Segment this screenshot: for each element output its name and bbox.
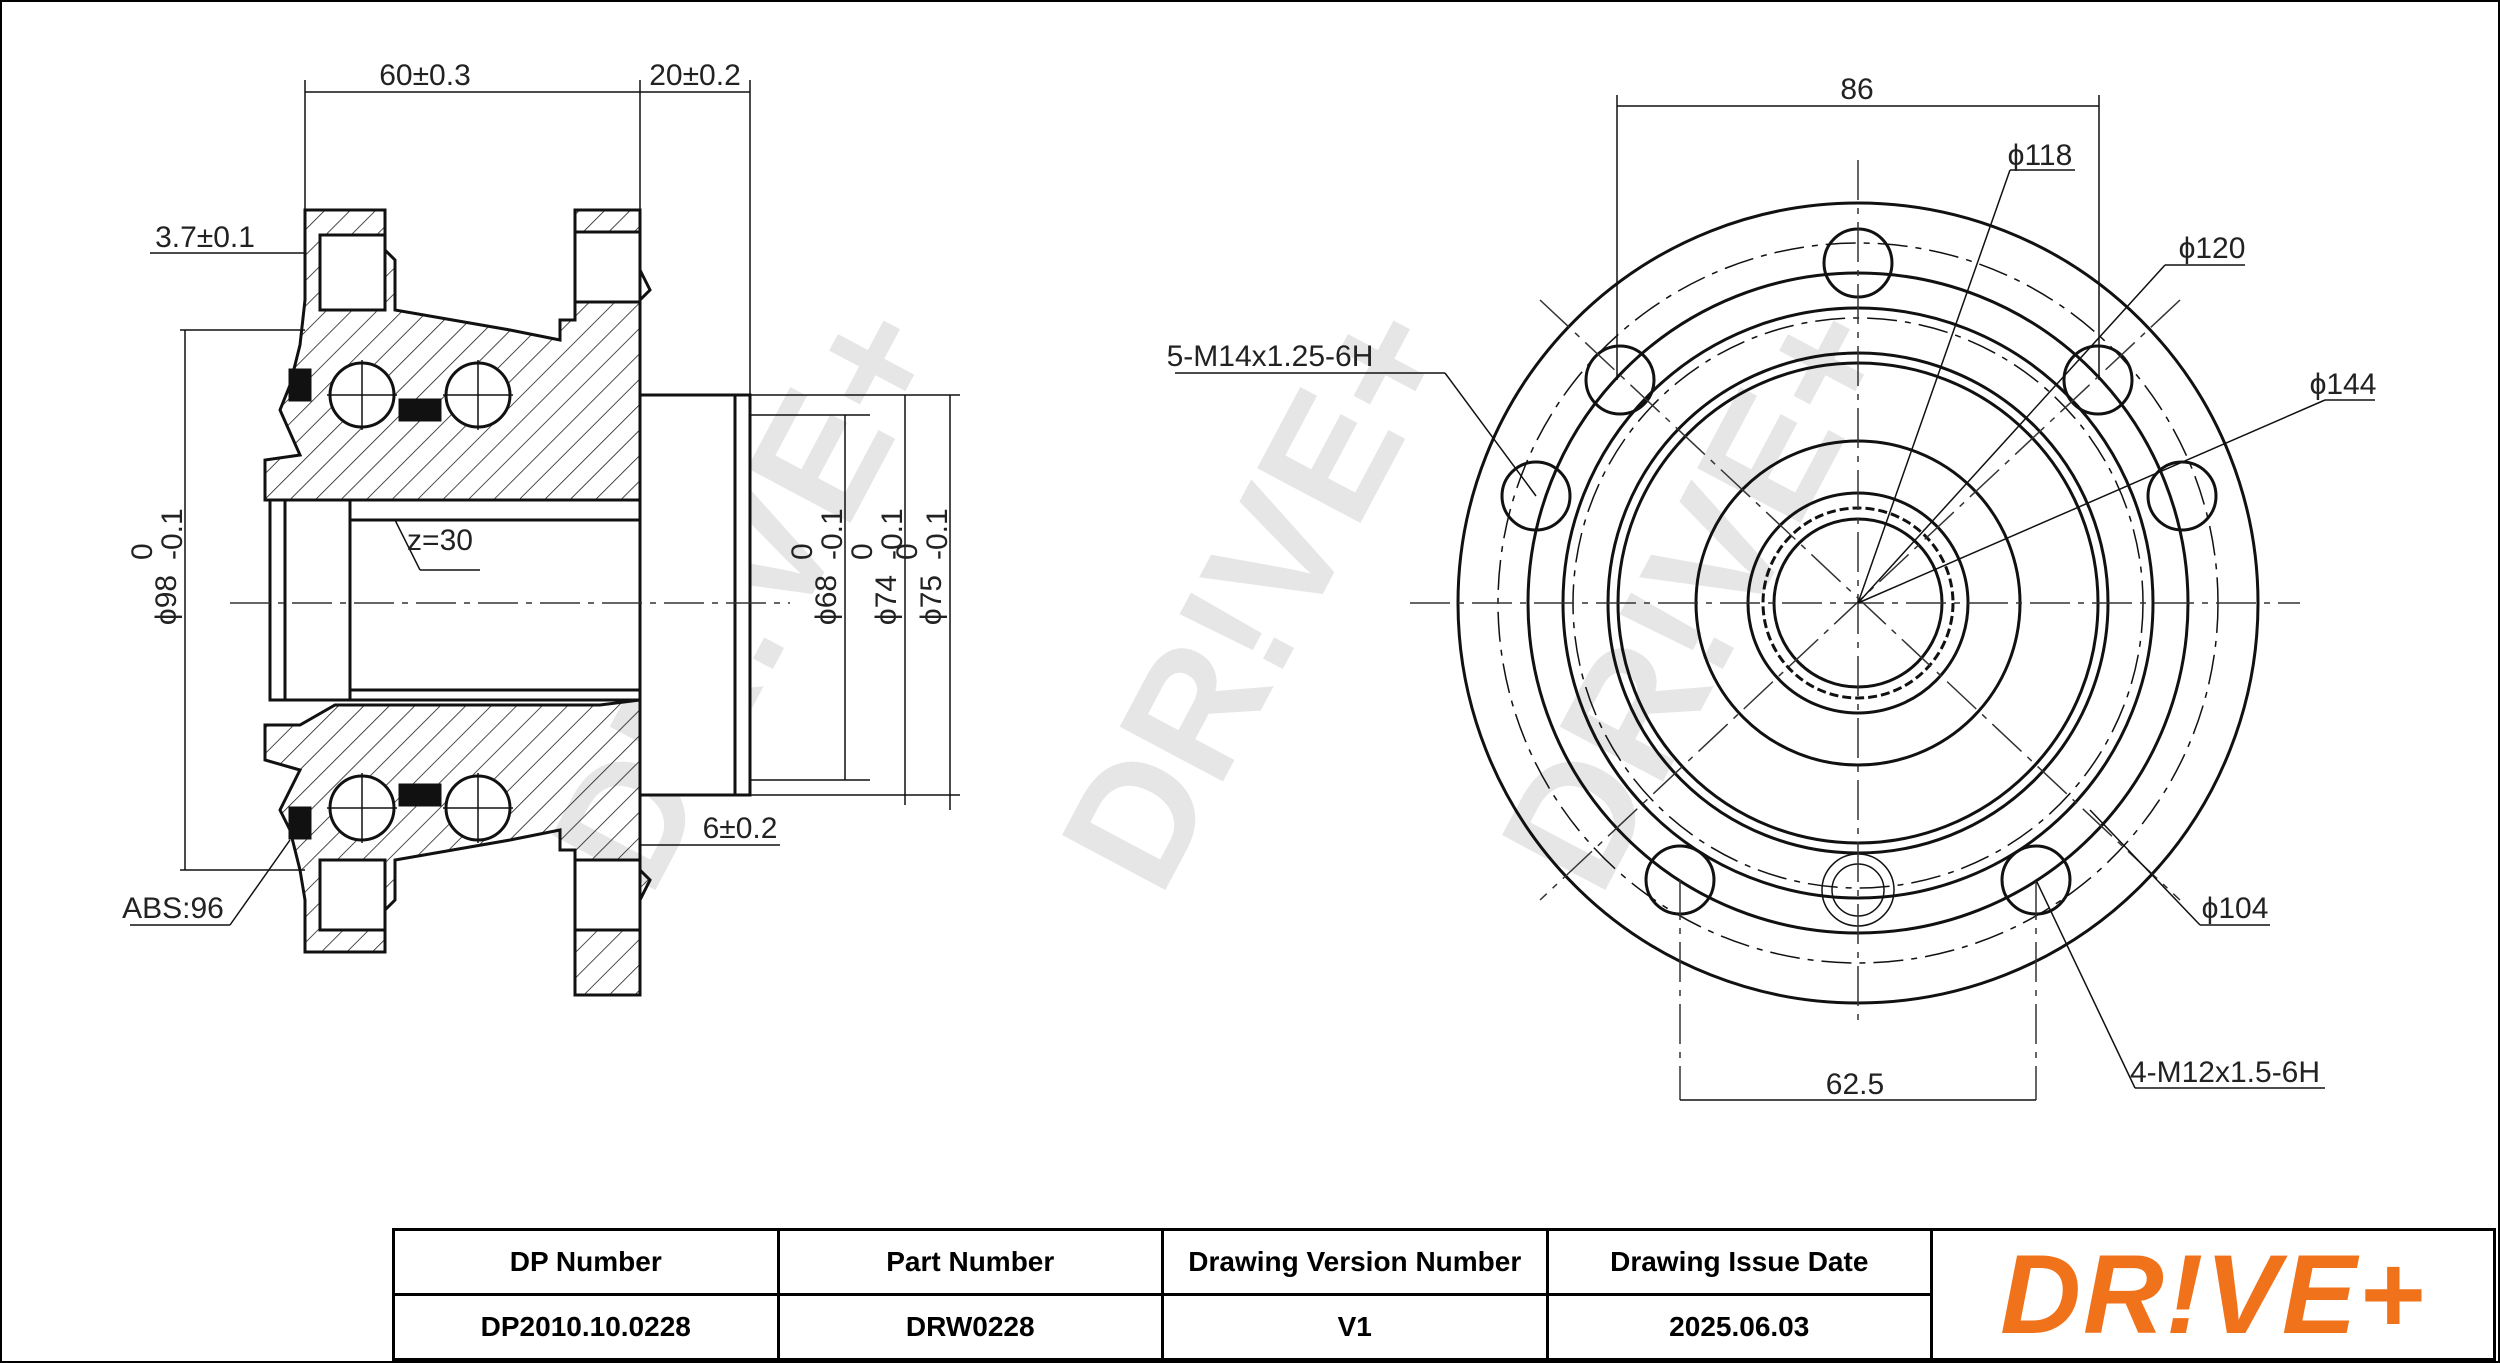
front-dimension-lines bbox=[1175, 95, 2375, 1101]
dim-dia-120: ϕ120 bbox=[2179, 232, 2246, 265]
spline-bore bbox=[268, 498, 652, 702]
side-dimension-lines bbox=[130, 80, 960, 926]
dim-spline-teeth: z=30 bbox=[407, 524, 473, 557]
svg-text:ϕ74: ϕ74 bbox=[870, 575, 903, 625]
dim-dia-118: ϕ118 bbox=[2008, 139, 2073, 172]
dim-offset-3-7: 3.7±0.1 bbox=[155, 221, 255, 254]
title-block-value-row: DP2010.10.0228 DRW0228 V1 2025.06.03 bbox=[392, 1293, 2495, 1361]
front-dimension-text: 86 ϕ118 ϕ120 ϕ144 ϕ104 5-M14x1.25-6H 4-M… bbox=[1167, 73, 2377, 1101]
dim-dia-68: ϕ68 0 -0.1 bbox=[786, 508, 849, 625]
svg-text:0: 0 bbox=[846, 543, 879, 560]
dim-dia-104: ϕ104 bbox=[2202, 892, 2269, 925]
svg-text:-0.1: -0.1 bbox=[816, 508, 849, 560]
title-block: DP Number Part Number Drawing Version Nu… bbox=[392, 1228, 2496, 1361]
dim-dia-74: ϕ74 0 -0.1 bbox=[846, 508, 909, 625]
dim-abs-ring: ABS:96 bbox=[122, 892, 224, 925]
title-block-header-row: DP Number Part Number Drawing Version Nu… bbox=[392, 1228, 2496, 1361]
dim-dia-75: ϕ75 0 -0.1 bbox=[891, 508, 954, 625]
value-dp-number: DP2010.10.0228 bbox=[392, 1293, 780, 1361]
dim-width-20: 20±0.2 bbox=[649, 59, 741, 92]
dim-spacing-62-5: 62.5 bbox=[1826, 1068, 1884, 1101]
svg-text:-0.1: -0.1 bbox=[876, 508, 909, 560]
svg-text:-0.1: -0.1 bbox=[156, 508, 189, 560]
header-part-number: Part Number bbox=[776, 1228, 1164, 1296]
header-drawing-version: Drawing Version Number bbox=[1161, 1228, 1549, 1296]
svg-text:0: 0 bbox=[786, 543, 819, 560]
svg-text:0: 0 bbox=[126, 543, 159, 560]
dim-width-86: 86 bbox=[1840, 73, 1873, 106]
svg-text:ϕ68: ϕ68 bbox=[810, 575, 843, 625]
svg-text:0: 0 bbox=[891, 543, 924, 560]
dim-dia-98: ϕ98 0 -0.1 bbox=[126, 508, 189, 625]
side-dimension-text: 60±0.3 20±0.2 3.7±0.1 z=30 ABS:96 6±0.2 … bbox=[122, 59, 954, 925]
svg-text:ϕ98: ϕ98 bbox=[150, 575, 183, 625]
brand-logo: DR!VE+ bbox=[2000, 1231, 2426, 1357]
header-issue-date: Drawing Issue Date bbox=[1545, 1228, 1933, 1296]
m14-stud-hole bbox=[2062, 344, 2134, 416]
header-dp-number: DP Number bbox=[392, 1228, 780, 1296]
m14-stud-hole bbox=[1500, 460, 1572, 532]
dim-pilot-step: 6±0.2 bbox=[703, 812, 778, 845]
pilot-cylinder bbox=[638, 393, 752, 797]
value-part-number: DRW0228 bbox=[776, 1293, 1164, 1361]
m14-stud-hole bbox=[1584, 344, 1656, 416]
dim-thread-m14: 5-M14x1.25-6H bbox=[1167, 340, 1374, 373]
svg-text:-0.1: -0.1 bbox=[921, 508, 954, 560]
dim-dia-144: ϕ144 bbox=[2310, 368, 2377, 401]
dim-thread-m12: 4-M12x1.5-6H bbox=[2130, 1056, 2320, 1089]
value-issue-date: 2025.06.03 bbox=[1545, 1293, 1933, 1361]
value-drawing-version: V1 bbox=[1161, 1293, 1549, 1361]
svg-text:ϕ75: ϕ75 bbox=[915, 575, 948, 625]
front-centerlines bbox=[1410, 160, 2300, 1100]
logo-cell: DR!VE+ bbox=[1930, 1228, 2496, 1361]
dim-width-60: 60±0.3 bbox=[379, 59, 471, 92]
